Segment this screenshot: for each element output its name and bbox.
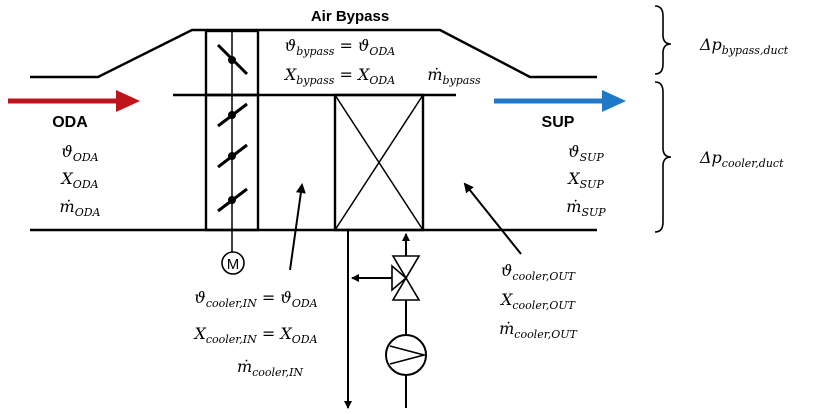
oda-massflow-label: ṁODA​ — [60, 197, 101, 219]
pump-direction-mark — [389, 345, 428, 365]
pump-symbol — [385, 334, 427, 376]
bypass-humidity-equation: Xbypass​ = XODA​ — [283, 65, 395, 87]
three-way-valve — [391, 255, 421, 301]
cooler-out-massflow-label: ṁcooler,OUT​ — [499, 319, 578, 341]
oda-temperature-label: ϑODA​ — [61, 142, 98, 164]
sup-flow-arrowhead — [602, 90, 626, 112]
air-bypass-title: Air Bypass — [311, 8, 389, 25]
sup-label: SUP — [542, 114, 575, 131]
cooler-out-temperature-label: ϑcooler,OUT​ — [501, 261, 577, 283]
bypass-massflow-label: ṁbypass​ — [427, 65, 481, 87]
cooler-in-massflow-label: ṁcooler,IN​ — [237, 357, 303, 379]
damper-motor-symbol — [221, 251, 245, 275]
sup-temperature-label: ϑSUP​ — [568, 142, 604, 164]
bypass-pressure-brace — [654, 5, 672, 75]
cooler-pressure-drop-label: Δpcooler,duct​ — [699, 148, 784, 170]
oda-flow-arrowhead — [116, 90, 140, 112]
cooler-in-pointer-arrow — [289, 183, 306, 271]
sup-humidity-label: XSUP​ — [566, 169, 604, 191]
cooler-pressure-brace — [654, 81, 672, 233]
sup-massflow-label: ṁSUP​ — [566, 197, 606, 219]
cooler-out-humidity-label: Xcooler,OUT​ — [499, 290, 577, 312]
cooler-out-pointer-arrow — [463, 182, 522, 255]
bypass-pressure-drop-label: Δpbypass,duct​ — [699, 35, 789, 57]
cooling-coil — [333, 93, 425, 232]
hydraulic-circuit — [344, 230, 410, 409]
cooler-in-humidity-equation: Xcooler,IN​ = XODA​ — [192, 324, 317, 346]
bypass-duct-outline — [30, 28, 597, 79]
bypass-temperature-equation: ϑbypass​ = ϑODA​ — [285, 36, 395, 58]
cooling-coil-cross-b — [334, 94, 424, 231]
oda-label: ODA — [52, 114, 88, 131]
damper-pivots — [228, 56, 236, 204]
cooler-in-temperature-equation: ϑcooler,IN​ = ϑODA​ — [194, 288, 317, 310]
motor-label: M — [227, 256, 240, 273]
oda-humidity-label: XODA​ — [59, 169, 98, 191]
